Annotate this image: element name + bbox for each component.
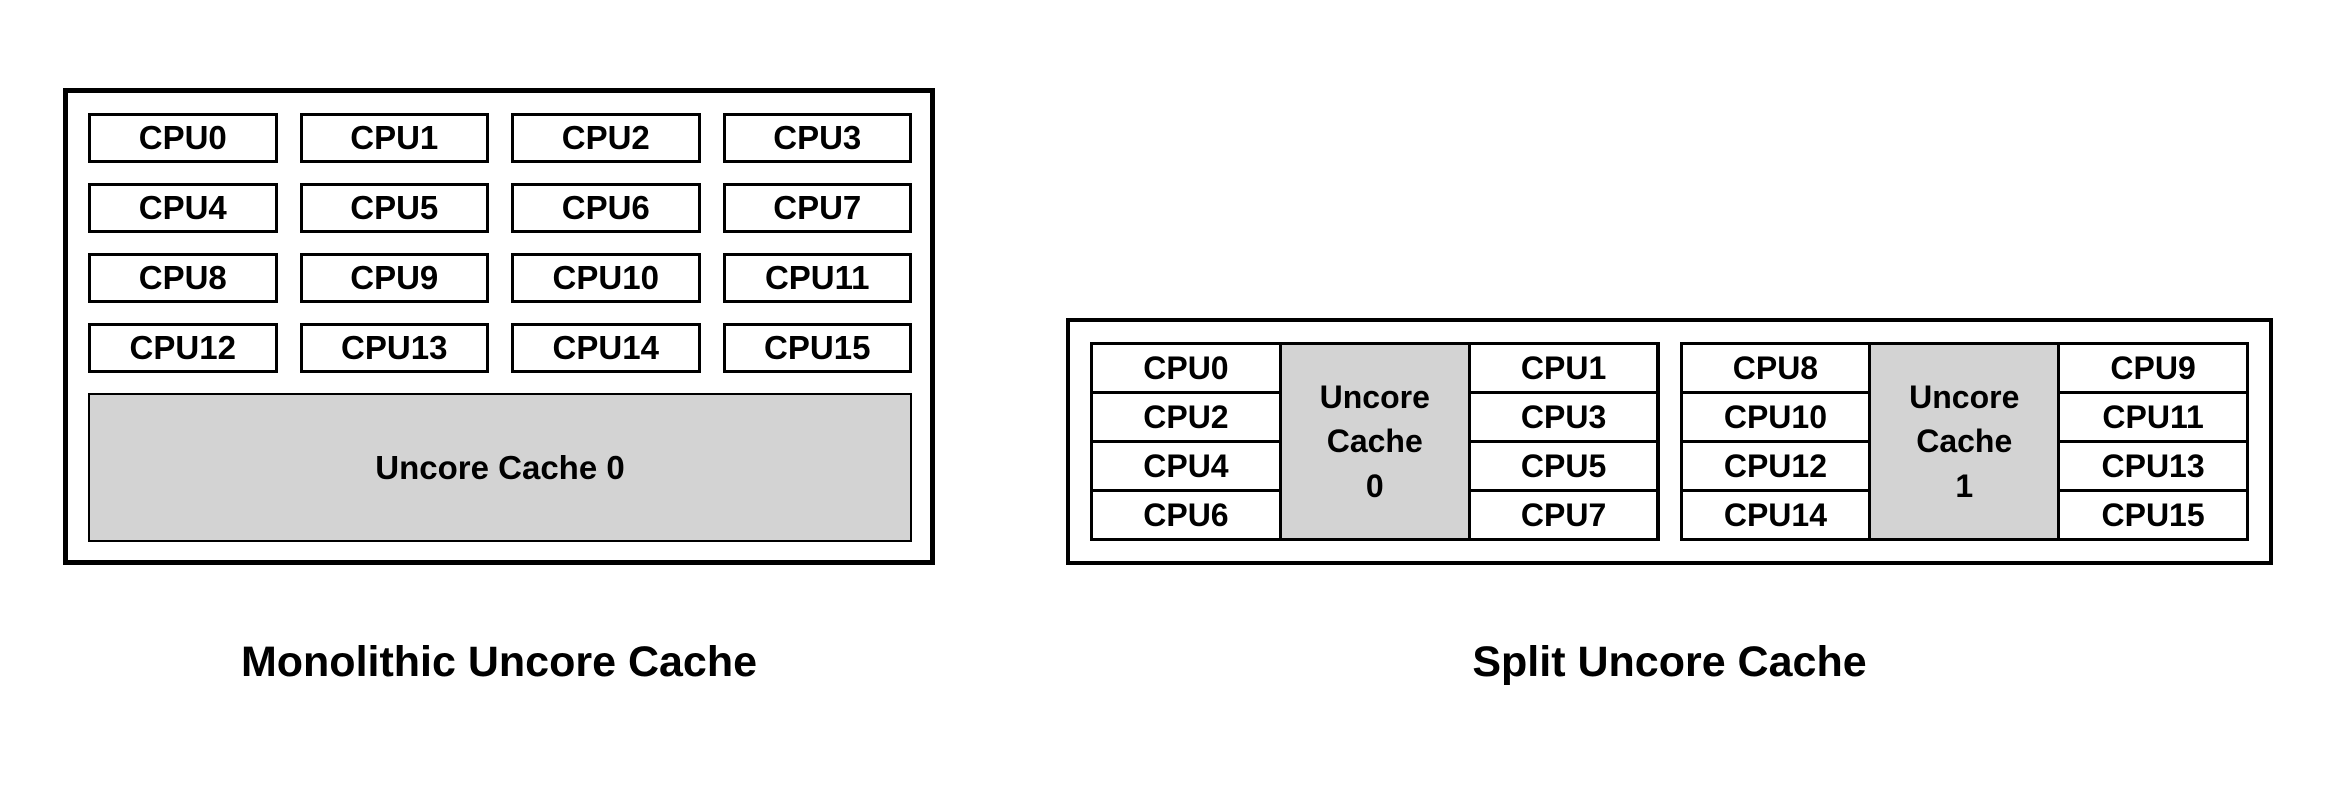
cpu-cell: CPU12 — [1682, 443, 1869, 489]
cpu-box-9: CPU9 — [299, 253, 489, 303]
cpu-box-12: CPU12 — [88, 323, 278, 373]
cpu-box-8: CPU8 — [88, 253, 278, 303]
cpu-cell: CPU2 — [1093, 394, 1279, 440]
split-caption: Split Uncore Cache — [1472, 638, 1867, 686]
uncore-cache-0-block: Uncore Cache 0 — [88, 393, 912, 542]
cpu-cell: CPU15 — [2060, 492, 2246, 538]
split-uncore-diagram: CPU0 CPU2 CPU4 CPU6 Uncore Cache 0 CPU1 … — [1066, 318, 2273, 565]
monolithic-caption: Monolithic Uncore Cache — [240, 638, 758, 686]
cpu-grid: CPU0 CPU1 CPU2 CPU3 CPU4 CPU5 CPU6 CPU7 … — [88, 113, 912, 373]
monolithic-uncore-diagram: CPU0 CPU1 CPU2 CPU3 CPU4 CPU5 CPU6 CPU7 … — [63, 88, 935, 565]
cpu-box-0: CPU0 — [88, 113, 278, 163]
cpu-box-14: CPU14 — [511, 323, 701, 373]
cpu-box-15: CPU15 — [722, 323, 912, 373]
cpu-box-7: CPU7 — [722, 183, 912, 233]
split-cluster-0: CPU0 CPU2 CPU4 CPU6 Uncore Cache 0 CPU1 … — [1090, 342, 1660, 541]
cpu-box-3: CPU3 — [722, 113, 912, 163]
cpu-cell: CPU0 — [1093, 345, 1279, 391]
uncore-cache-0-cell: Uncore Cache 0 — [1281, 345, 1468, 538]
cpu-box-10: CPU10 — [511, 253, 701, 303]
cpu-cell: CPU1 — [1470, 345, 1657, 391]
cpu-cell: CPU7 — [1470, 492, 1657, 538]
uncore-cache-1-cell: Uncore Cache 1 — [1871, 345, 2058, 538]
cpu-box-11: CPU11 — [722, 253, 912, 303]
cpu-cell: CPU6 — [1093, 492, 1279, 538]
cpu-box-13: CPU13 — [299, 323, 489, 373]
split-cluster-1: CPU8 CPU10 CPU12 CPU14 Uncore Cache 1 CP… — [1679, 342, 2249, 541]
cpu-cell: CPU5 — [1470, 443, 1657, 489]
cpu-cell: CPU9 — [2060, 345, 2246, 391]
cpu-box-5: CPU5 — [299, 183, 489, 233]
cpu-box-6: CPU6 — [511, 183, 701, 233]
cpu-box-2: CPU2 — [511, 113, 701, 163]
cpu-box-4: CPU4 — [88, 183, 278, 233]
cpu-cell: CPU14 — [1682, 492, 1869, 538]
cpu-cell: CPU4 — [1093, 443, 1279, 489]
cpu-cell: CPU8 — [1682, 345, 1869, 391]
cpu-cell: CPU13 — [2060, 443, 2246, 489]
cpu-cell: CPU10 — [1682, 394, 1869, 440]
cpu-box-1: CPU1 — [299, 113, 489, 163]
cpu-cell: CPU3 — [1470, 394, 1657, 440]
cpu-cell: CPU11 — [2060, 394, 2246, 440]
